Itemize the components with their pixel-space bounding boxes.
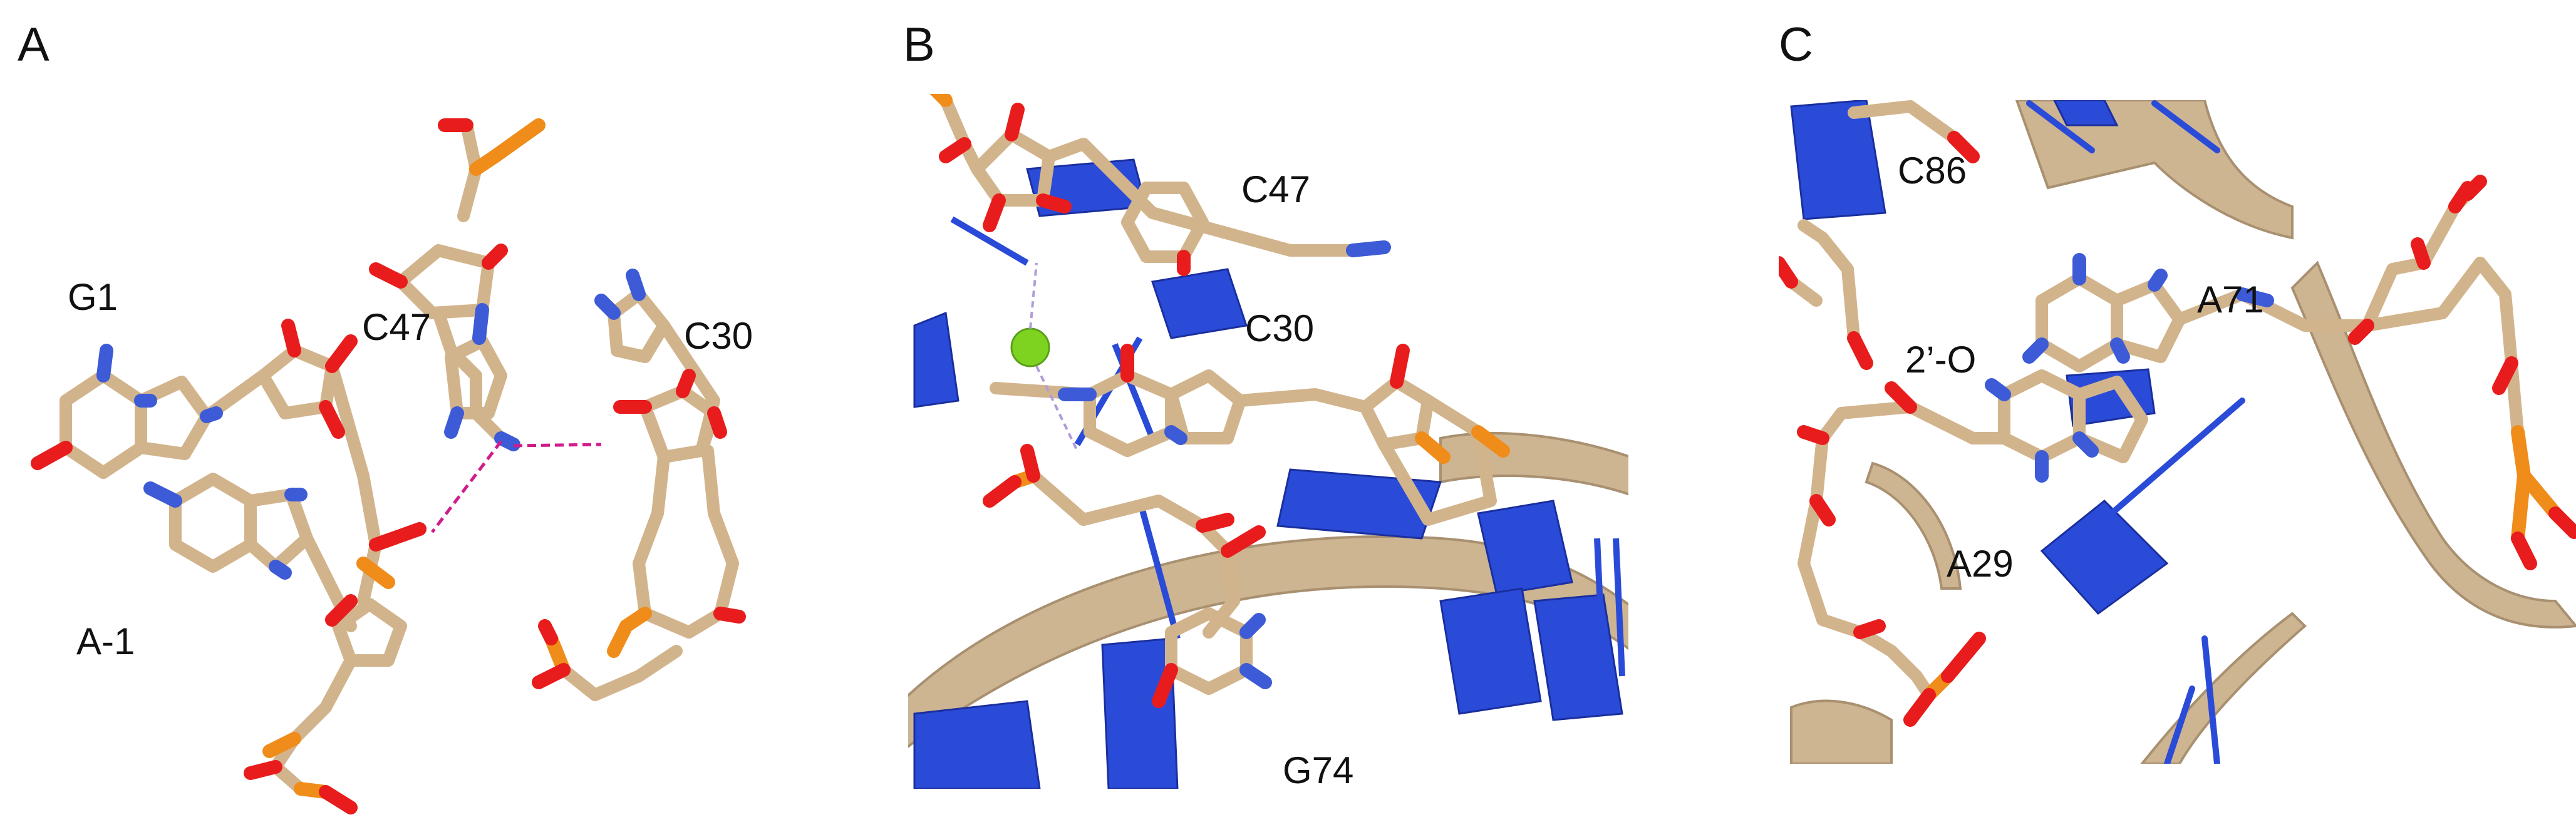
label-a29: A29 (1947, 543, 2014, 585)
label-c30: C30 (1245, 307, 1315, 349)
label-2-o: 2’-O (1905, 339, 1977, 381)
panel-letter-c: C (1779, 18, 1813, 71)
panel-a: A (0, 0, 877, 832)
label-c47: C47 (362, 306, 432, 348)
panel-c-structure (1779, 100, 2576, 764)
panel-letter-b: B (903, 18, 935, 71)
label-c86: C86 (1898, 150, 1967, 192)
label-g1: G1 (68, 276, 118, 318)
panel-a-structure (31, 118, 746, 814)
label-c30: C30 (684, 315, 753, 357)
panel-b-structure (908, 94, 1628, 789)
label-c47: C47 (1241, 168, 1311, 210)
label-a71: A71 (2197, 279, 2264, 321)
panel-letter-a: A (18, 18, 49, 71)
panel-b: B (877, 0, 1766, 832)
label-g74: G74 (1283, 749, 1354, 791)
label-a-1: A-1 (76, 620, 135, 662)
panel-c: C (1766, 0, 2576, 832)
